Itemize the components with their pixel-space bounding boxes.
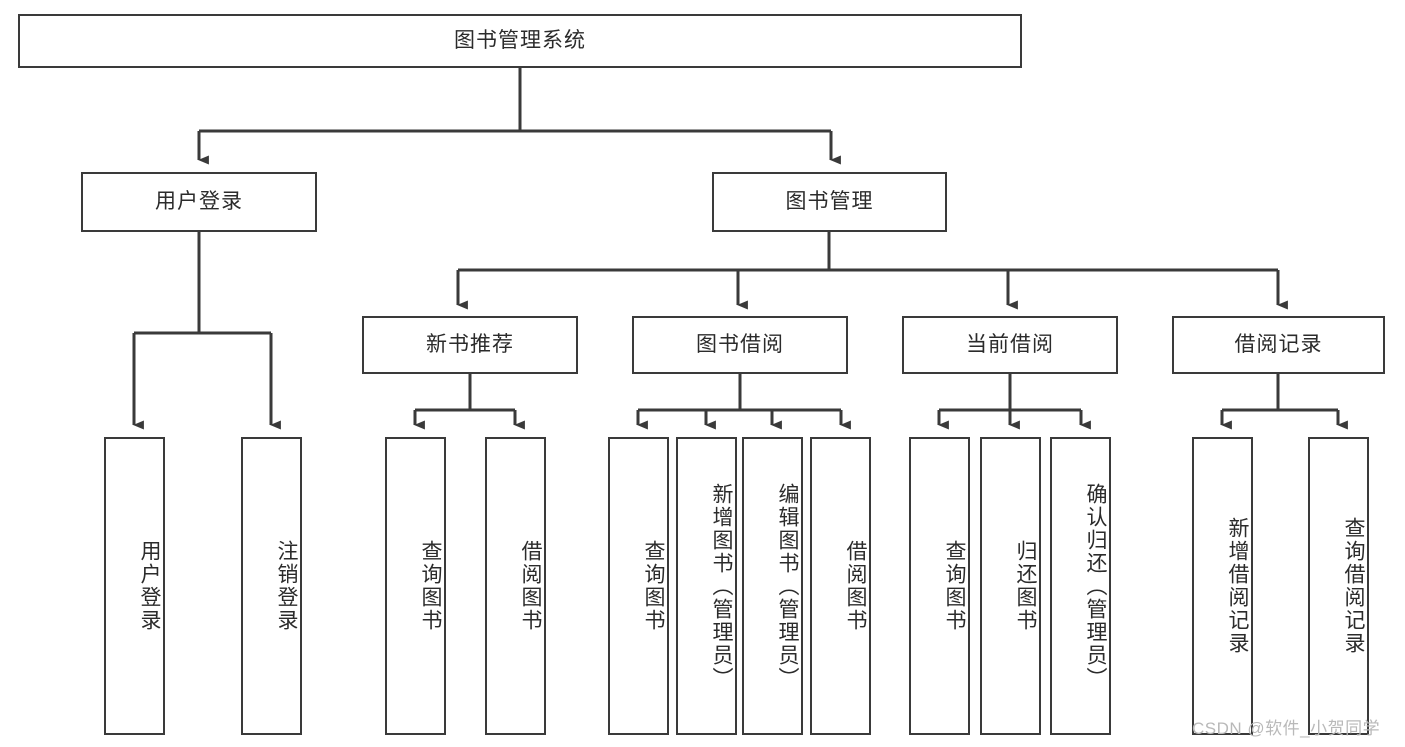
node-leaf-add-record[interactable]: 新增借阅记录 — [1192, 437, 1253, 735]
node-leaf-edit-book-label: 编辑图书（管理员） — [776, 482, 799, 690]
node-current-borrow[interactable]: 当前借阅 — [902, 316, 1118, 374]
node-new-book-recommend-label: 新书推荐 — [426, 333, 514, 357]
node-current-borrow-label: 当前借阅 — [966, 333, 1054, 357]
node-book-management[interactable]: 图书管理 — [712, 172, 947, 232]
node-leaf-query-book-2[interactable]: 查询图书 — [608, 437, 669, 735]
node-leaf-logout-label: 注销登录 — [275, 540, 298, 632]
node-leaf-query-record-label: 查询借阅记录 — [1342, 517, 1365, 655]
node-leaf-query-book-2-label: 查询图书 — [642, 540, 665, 632]
node-leaf-add-record-label: 新增借阅记录 — [1226, 517, 1249, 655]
node-leaf-user-login-label: 用户登录 — [138, 540, 161, 632]
node-leaf-return-book-label: 归还图书 — [1014, 540, 1037, 632]
node-leaf-query-book-3[interactable]: 查询图书 — [909, 437, 970, 735]
node-leaf-confirm-return[interactable]: 确认归还（管理员） — [1050, 437, 1111, 735]
node-book-borrow[interactable]: 图书借阅 — [632, 316, 848, 374]
node-leaf-query-book-1-label: 查询图书 — [419, 540, 442, 632]
node-borrow-record-label: 借阅记录 — [1234, 333, 1323, 357]
node-leaf-query-book-1[interactable]: 查询图书 — [385, 437, 446, 735]
node-leaf-confirm-return-label: 确认归还（管理员） — [1084, 482, 1107, 690]
node-book-borrow-label: 图书借阅 — [696, 333, 784, 357]
node-user-login[interactable]: 用户登录 — [81, 172, 317, 232]
node-root[interactable]: 图书管理系统 — [18, 14, 1022, 68]
node-root-label: 图书管理系统 — [454, 29, 586, 53]
node-book-management-label: 图书管理 — [785, 190, 874, 214]
node-leaf-user-login[interactable]: 用户登录 — [104, 437, 165, 735]
node-leaf-borrow-book-2[interactable]: 借阅图书 — [810, 437, 871, 735]
node-leaf-return-book[interactable]: 归还图书 — [980, 437, 1041, 735]
node-borrow-record[interactable]: 借阅记录 — [1172, 316, 1385, 374]
node-leaf-borrow-book-1[interactable]: 借阅图书 — [485, 437, 546, 735]
node-leaf-borrow-book-2-label: 借阅图书 — [844, 540, 867, 632]
node-leaf-query-book-3-label: 查询图书 — [943, 540, 966, 632]
node-leaf-borrow-book-1-label: 借阅图书 — [519, 540, 542, 632]
node-leaf-logout[interactable]: 注销登录 — [241, 437, 302, 735]
node-leaf-edit-book[interactable]: 编辑图书（管理员） — [742, 437, 803, 735]
node-leaf-add-book[interactable]: 新增图书（管理员） — [676, 437, 737, 735]
node-leaf-add-book-label: 新增图书（管理员） — [710, 482, 733, 690]
csdn-watermark: CSDN @软件_小贺同学 — [1192, 719, 1381, 738]
node-leaf-query-record[interactable]: 查询借阅记录 — [1308, 437, 1369, 735]
node-user-login-label: 用户登录 — [155, 190, 243, 214]
node-new-book-recommend[interactable]: 新书推荐 — [362, 316, 578, 374]
